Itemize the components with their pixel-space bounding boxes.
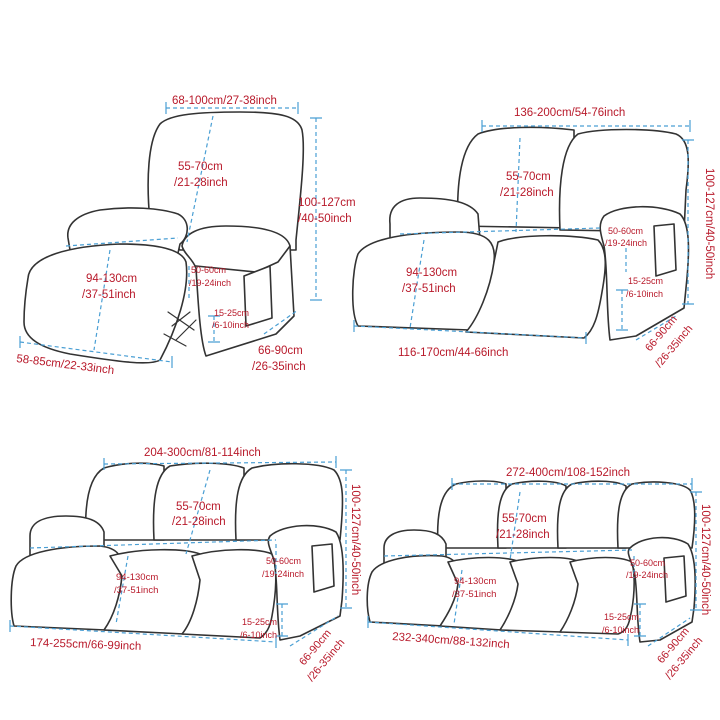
- single-footrest-label-cm: 94-130cm: [86, 273, 137, 285]
- three-seat-pocket: [311, 543, 335, 593]
- loveseat-arm-label-inch: /19-24inch: [605, 238, 647, 248]
- loveseat-height-label: 100-127cm/40-50inch: [703, 168, 715, 279]
- loveseat-footrest-label-cm: 94-130cm: [406, 267, 457, 279]
- three-seat-arm-width-label-inch: /6-10inch: [240, 630, 277, 640]
- four-seat-back-1: [436, 480, 507, 549]
- four-seat-arm-label-inch: /19-24inch: [626, 570, 668, 580]
- four-seat-footrest-4: [559, 556, 635, 635]
- three-seat-arm-width-label-cm: 15-25cm: [242, 617, 277, 627]
- single-arm-width-label-cm: 15-25cm: [214, 308, 249, 318]
- single-arm-label-inch: /19-24inch: [189, 278, 231, 288]
- three-seat-arm-label-inch: /19-24inch: [262, 569, 304, 579]
- four-seat-arm-width-label-inch: /6-10inch: [602, 625, 639, 635]
- loveseat-left-back: [456, 126, 575, 229]
- three-seat-back-height-label-inch: /21-28inch: [172, 516, 226, 528]
- loveseat-arm-label-cm: 50-60cm: [608, 226, 643, 236]
- three-seat-footrest-3: [181, 548, 277, 639]
- four-seat-footrest-label-cm: 94-130cm: [454, 576, 496, 587]
- single-recliner-back: [147, 111, 305, 251]
- four-seat-seat-width-label: 232-340cm/88-132inch: [392, 631, 510, 651]
- single-arm-width-label-inch: /6-10inch: [212, 320, 249, 330]
- four-seat-pocket: [663, 555, 687, 603]
- single-depth-label-inch: /26-35inch: [252, 361, 306, 373]
- loveseat-width-label: 136-200cm/54-76inch: [514, 107, 625, 119]
- four-seat-recliner: [366, 480, 696, 643]
- single-recliner-right-arm: [181, 225, 295, 357]
- four-seat-back-3: [556, 480, 627, 549]
- single-recliner-footrest: [23, 243, 188, 364]
- three-seat-footrest-label-inch: /37-51inch: [114, 585, 158, 596]
- four-seat-arm-width-label-cm: 15-25cm: [604, 612, 639, 622]
- four-seat-back-2: [496, 480, 567, 549]
- three-seat-recliner: [10, 462, 344, 641]
- loveseat-arm-width-label-cm: 15-25cm: [628, 276, 663, 286]
- single-height-label-cm: 100-127cm: [298, 197, 356, 209]
- loveseat-pocket: [653, 223, 677, 277]
- three-seat-footrest-label-cm: 94-130cm: [116, 572, 158, 583]
- loveseat-left-footrest: [351, 231, 496, 331]
- four-seat-arm-label-cm: 50-60cm: [630, 558, 665, 568]
- three-seat-back-3: [234, 462, 344, 541]
- three-seat-seat-width-label: 174-255cm/66-99inch: [30, 637, 142, 653]
- single-recliner-mechanism: [163, 311, 197, 347]
- single-depth-label-cm: 66-90cm: [258, 345, 303, 357]
- loveseat-seat-width-label: 116-170cm/44-66inch: [398, 347, 508, 359]
- loveseat-back-height-label-cm: 55-70cm: [506, 171, 551, 183]
- single-width-label: 68-100cm/27-38inch: [172, 95, 277, 107]
- four-seat-footrest-label-inch: /37-51inch: [452, 589, 496, 600]
- four-seat-back-4: [616, 481, 696, 549]
- four-seat-back-height-label-inch: /21-28inch: [496, 529, 550, 541]
- single-recliner: [23, 111, 305, 364]
- three-seat-height-label: 100-127cm/40-50inch: [349, 484, 361, 595]
- three-seat-back-height-label-cm: 55-70cm: [176, 501, 221, 513]
- loveseat-footrest-label-inch: /37-51inch: [402, 283, 456, 295]
- single-recliner-pocket: [243, 265, 273, 327]
- four-seat-back-height-label-cm: 55-70cm: [502, 513, 547, 525]
- four-seat-height-label: 100-127cm/40-50inch: [699, 504, 711, 615]
- loveseat-back-height-label-inch: /21-28inch: [500, 187, 554, 199]
- four-seat-footrest-1: [366, 554, 460, 627]
- four-seat-width-label: 272-400cm/108-152inch: [506, 467, 630, 479]
- single-back-height-label-cm: 55-70cm: [178, 161, 223, 173]
- loveseat-right-footrest: [465, 234, 607, 339]
- three-seat-back-2: [152, 462, 245, 541]
- three-seat-footrest-1: [10, 545, 124, 631]
- single-footrest-label-inch: /37-51inch: [82, 289, 136, 301]
- three-seat-width-label: 204-300cm/81-114inch: [144, 447, 261, 459]
- single-back-height-label-inch: /21-28inch: [174, 177, 228, 189]
- three-seat-arm-label-cm: 50-60cm: [266, 556, 301, 566]
- dimension-lines: [9, 102, 702, 648]
- single-arm-label-cm: 50-60cm: [191, 265, 226, 275]
- loveseat-arm-width-label-inch: /6-10inch: [626, 289, 663, 299]
- single-height-label-inch: /40-50inch: [298, 213, 352, 225]
